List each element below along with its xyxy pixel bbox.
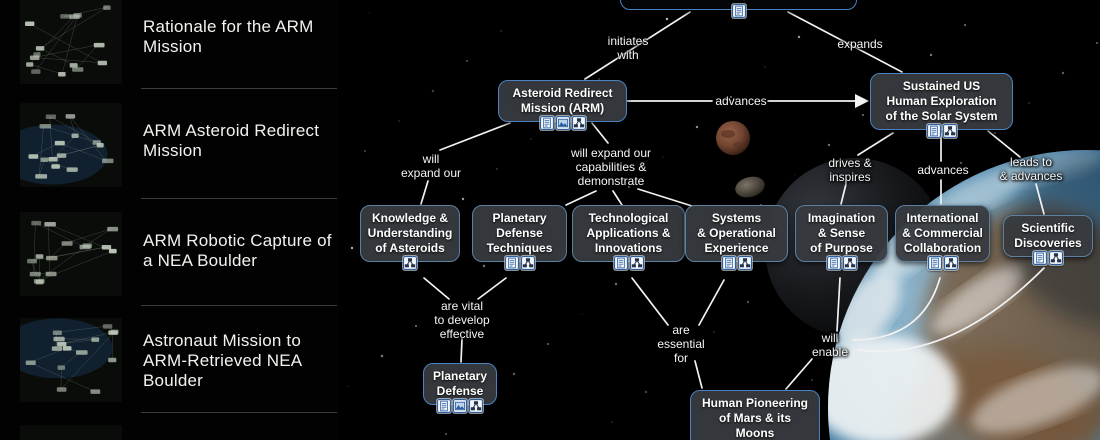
concept-scientific[interactable]: Scientific Discoveries [1003,215,1093,265]
concept-arm[interactable]: Asteroid Redirect Mission (ARM) [498,80,627,130]
concept-label: Scientific Discoveries [1014,221,1082,250]
concept-label: Systems & Operational Experience [697,211,776,255]
cmap-thumbnail [20,0,122,84]
concept-label: Technological Applications & Innovations [586,211,671,255]
concept-label: International & Commercial Collaboration [902,211,983,255]
concept-knowledge[interactable]: Knowledge & Understanding of Asteroids [360,205,460,270]
cmap-thumbnail [20,103,122,187]
link-label-will-enable: will enable [811,331,849,359]
cmap-icon[interactable] [403,256,417,270]
concept-top[interactable] [620,0,857,18]
cmap-icon[interactable] [520,256,535,270]
divider [141,198,337,199]
concept-label: Planetary Defense [432,369,488,398]
link-label-initiates-with: initiates with [607,34,649,62]
sidebar-item-astronaut-mission[interactable]: Astronaut Mission to ARM-Retrieved NEA B… [0,318,338,412]
link-label-drives-inspires: drives & inspires [828,156,872,184]
concept-international[interactable]: International & Commercial Collaboration [895,205,990,270]
cmap-icon[interactable] [942,124,957,138]
sidebar-item-partial[interactable] [0,425,338,440]
document-icon[interactable] [721,256,736,270]
concept-label: Asteroid Redirect Mission (ARM) [512,86,613,115]
link-label-are-vital: are vital to develop effective [434,299,490,341]
divider [141,412,337,413]
image-icon[interactable] [555,116,570,130]
link-label-advances: advances [715,94,767,108]
link-label-expands: expands [837,37,883,51]
sidebar-item-arm-mission[interactable]: ARM Asteroid Redirect Mission [0,103,338,198]
asteroid [735,176,765,198]
cmap-icon[interactable] [842,256,857,270]
cmap-thumbnail [20,212,122,296]
arrowhead [855,94,869,108]
document-icon[interactable] [926,124,941,138]
cmap-icon[interactable] [469,399,483,413]
document-icon[interactable] [826,256,841,270]
cmap-thumbnail [20,318,122,402]
concept-planetary-defense-techniques[interactable]: Planetary Defense Techniques [472,205,567,270]
document-icon[interactable] [613,256,628,270]
sidebar-item-label[interactable]: ARM Robotic Capture of a NEA Boulder [143,231,332,270]
document-icon[interactable] [539,116,554,130]
link-label-advances-2: advances [917,163,969,177]
link-lines [420,11,1045,390]
concept-label: Planetary Defense Techniques [486,211,553,255]
link-label-are-essential: are essential for [657,323,705,365]
concept-planetary-defense[interactable]: Planetary Defense [423,363,497,413]
concept-technological[interactable]: Technological Applications & Innovations [572,205,685,270]
mars [716,121,750,155]
cmap-icon[interactable] [1049,251,1063,265]
sidebar-item-robotic-capture[interactable]: ARM Robotic Capture of a NEA Boulder [0,212,338,305]
image-icon[interactable] [453,399,467,413]
concept-human-pioneering[interactable]: Human Pioneering of Mars & its Moons [690,390,820,440]
link-label-capabilities: will expand our capabilities & demonstra… [570,146,652,188]
document-icon[interactable] [1033,251,1047,265]
document-icon[interactable] [504,256,519,270]
document-icon[interactable] [731,4,746,18]
sidebar-item-label[interactable]: Rationale for the ARM Mission [143,17,314,56]
link-label-leads-to: leads to & advances [999,155,1063,183]
sidebar-item-rationale[interactable]: Rationale for the ARM Mission [0,0,338,88]
concept-map-canvas: Asteroid Redirect Mission (ARM) Sustaine… [338,0,1100,440]
concept-label: Imagination & Sense of Purpose [807,211,876,255]
cmap-icon[interactable] [571,116,586,130]
cmap-icon[interactable] [629,256,644,270]
map-list-sidebar: Rationale for the ARM Mission ARM Astero… [0,0,338,440]
link-label-will-expand-our: will expand our [400,152,462,180]
document-icon[interactable] [927,256,942,270]
divider [141,305,337,306]
concept-label: Knowledge & Understanding of Asteroids [367,211,453,255]
concept-sustained[interactable]: Sustained US Human Exploration of the So… [870,73,1013,138]
divider [141,88,337,89]
concept-systems[interactable]: Systems & Operational Experience [685,205,788,270]
concept-label: Sustained US Human Exploration of the So… [885,79,998,123]
cmap-thumbnail [20,425,122,440]
cmap-icon[interactable] [737,256,752,270]
concept-label: Human Pioneering of Mars & its Moons [701,396,808,440]
sidebar-item-label[interactable]: Astronaut Mission to ARM-Retrieved NEA B… [143,331,302,390]
concept-imagination[interactable]: Imagination & Sense of Purpose [795,205,888,270]
cmap-icon[interactable] [943,256,958,270]
sidebar-item-label[interactable]: ARM Asteroid Redirect Mission [143,121,320,160]
document-icon[interactable] [437,399,451,413]
